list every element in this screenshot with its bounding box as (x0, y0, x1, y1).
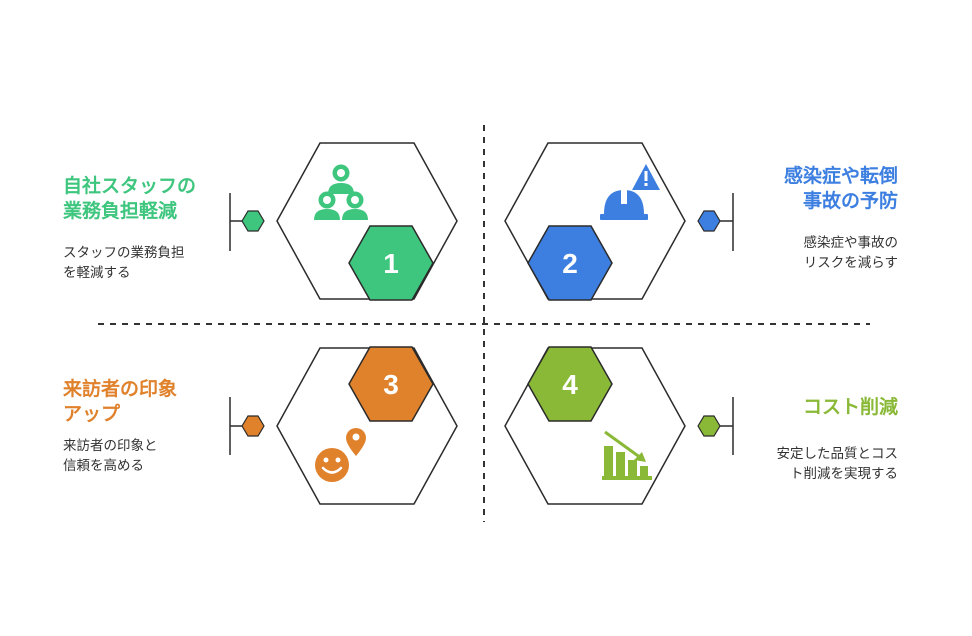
number-hexagon-1 (348, 225, 434, 301)
number-hexagon-2 (527, 225, 613, 301)
number-1: 1 (383, 248, 399, 279)
item-1-title: 自社スタッフの 業務負担軽減 (63, 174, 196, 224)
item-3-title-line2: アップ (63, 403, 121, 425)
item-2-title-line2: 事故の予防 (802, 190, 898, 212)
item-4-title: コスト削減 (803, 395, 898, 420)
item-3-title-line1: 来訪者の印象 (63, 378, 178, 400)
quadrant-3: 3 (229, 346, 458, 505)
quadrant-2: 2 (504, 142, 734, 301)
small-hexagon-3 (241, 415, 265, 437)
item-1-title-line2: 業務負担軽減 (63, 200, 178, 222)
small-hexagon-2 (697, 210, 721, 232)
item-4-desc-line1: 安定した品質とコス (776, 446, 899, 462)
item-4-title-line1: コスト削減 (802, 396, 898, 418)
item-1-desc-line1: スタッフの業務負担 (63, 245, 185, 261)
item-2-title: 感染症や転倒 事故の予防 (784, 164, 898, 214)
item-3-desc-line1: 来訪者の印象と (63, 438, 158, 454)
item-2-desc-line2: リスクを減らす (803, 255, 898, 271)
item-2-desc-line1: 感染症や事故の (803, 235, 899, 251)
declining-chart-icon (602, 430, 652, 480)
item-3-description: 来訪者の印象と 信頼を高める (63, 436, 158, 476)
small-hexagon-4 (697, 415, 721, 437)
item-3-desc-line2: 信頼を高める (63, 458, 144, 474)
number-2: 2 (562, 248, 578, 279)
item-4-description: 安定した品質とコス ト削減を実現する (777, 444, 899, 484)
item-4-desc-line2: ト削減を実現する (790, 466, 898, 482)
smiley-location-icon (315, 428, 366, 482)
quadrant-1: 1 (229, 142, 458, 301)
quadrant-4: 4 (504, 346, 734, 505)
item-2-description: 感染症や事故の リスクを減らす (804, 233, 899, 273)
number-3: 3 (383, 369, 399, 400)
hardhat-warning-icon (600, 164, 660, 220)
small-hexagon-1 (241, 210, 265, 232)
number-hexagon-4 (527, 346, 613, 422)
item-2-title-line1: 感染症や転倒 (783, 165, 898, 187)
number-4: 4 (562, 369, 578, 400)
item-1-description: スタッフの業務負担 を軽減する (63, 243, 185, 283)
item-1-title-line1: 自社スタッフの (63, 175, 197, 197)
staff-group-icon (314, 164, 368, 220)
item-1-desc-line2: を軽減する (63, 265, 131, 281)
number-hexagon-3 (348, 346, 434, 422)
item-3-title: 来訪者の印象 アップ (63, 377, 177, 427)
